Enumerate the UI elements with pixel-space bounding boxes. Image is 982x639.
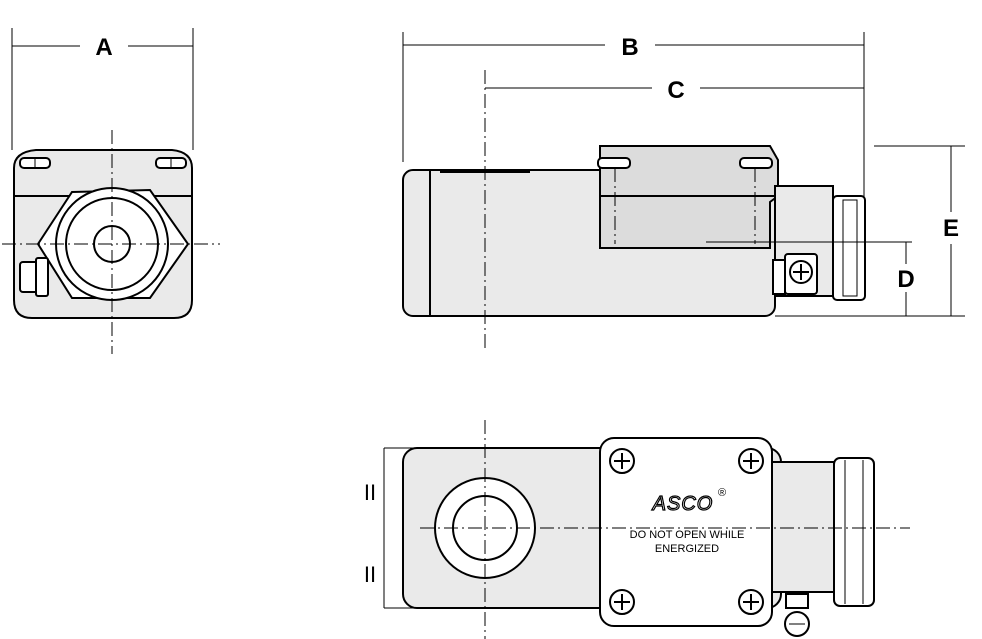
ground-screw-icon: [784, 593, 810, 637]
side-view: B C: [402, 32, 965, 352]
dimension-a: A: [11, 28, 194, 150]
trademark-mark: ®: [718, 487, 726, 499]
top-hub-collar: [771, 461, 835, 593]
dimension-label-a: A: [95, 34, 112, 61]
dimension-c: C: [485, 77, 864, 104]
dimension-label-c: C: [667, 77, 684, 104]
warning-line-1: DO NOT OPEN WHILE: [630, 529, 745, 541]
top-view: II II ASCO ® DO NOT OPEN WHILE ENERGIZED: [364, 420, 910, 639]
dimension-label-d: D: [897, 266, 914, 293]
symmetry-mark-lower: II: [364, 562, 376, 587]
screw-head-icon: [609, 589, 635, 615]
brand-logo: ASCO: [652, 493, 714, 515]
screw-head-icon: [738, 589, 764, 615]
warning-line-2: ENERGIZED: [655, 543, 719, 555]
ground-screw-icon: [19, 257, 49, 297]
screw-head-icon: [19, 157, 51, 169]
screw-head-icon: [609, 448, 635, 474]
dimension-d: D: [706, 241, 965, 317]
front-view: A: [2, 28, 220, 354]
dimension-e: E: [874, 145, 965, 316]
dimension-label-b: B: [621, 34, 638, 61]
ground-screw-icon: [772, 253, 818, 295]
screw-head-icon: [738, 448, 764, 474]
conduit-hub-icon: [832, 195, 866, 301]
dimension-b: B: [402, 32, 865, 200]
screw-head-icon: [597, 157, 631, 169]
screw-head-icon: [739, 157, 773, 169]
dimension-label-e: E: [943, 215, 959, 242]
symmetry-mark-upper: II: [364, 480, 376, 505]
conduit-hub-icon: [833, 457, 875, 607]
screw-head-icon: [155, 157, 187, 169]
